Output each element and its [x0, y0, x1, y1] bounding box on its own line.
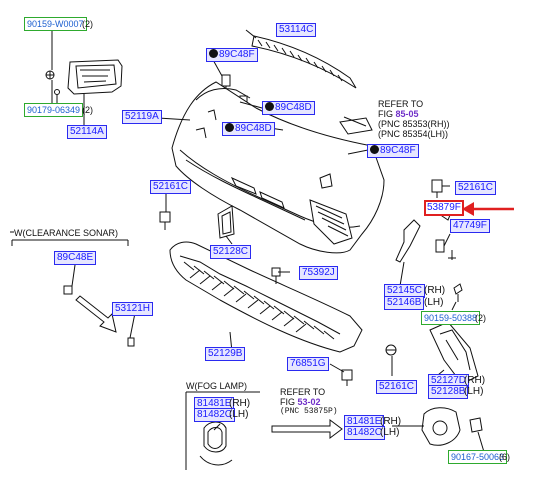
- part-label-52161c-left[interactable]: 52161C: [150, 180, 192, 194]
- fastener-dot-icon: [209, 49, 218, 58]
- part-label-89c48d-b[interactable]: 89C48D: [222, 122, 275, 136]
- part-label-52146b[interactable]: 52146B: [384, 296, 425, 310]
- side-52146b: (LH): [424, 297, 444, 308]
- arrow-sonar: [75, 295, 117, 333]
- part-label-52128c[interactable]: 52128C: [210, 245, 252, 259]
- side-81481e-a: (RH): [229, 398, 251, 409]
- part-label-90159-50388[interactable]: 90159-50388: [421, 311, 481, 325]
- refer-note-bottom-line2: FIG 53-02: [280, 397, 321, 407]
- part-label-81482c-b[interactable]: 81482C: [344, 426, 386, 440]
- part-label-52129b[interactable]: 52129B: [205, 347, 246, 361]
- part-label-89c48d-a[interactable]: 89C48D: [262, 101, 315, 115]
- fig-link-85-05[interactable]: 85-05: [395, 109, 419, 119]
- side-52145c: (RH): [424, 285, 446, 296]
- lower-grille-52129b-drawing: [169, 241, 363, 353]
- part-label-52161c-right[interactable]: 52161C: [455, 181, 497, 195]
- refer-note-bottom-line1: REFER TO: [280, 387, 326, 397]
- side-81482c-b: (LH): [380, 427, 400, 438]
- refer-note-top-line1: REFER TO: [378, 99, 424, 109]
- part-label-75392j[interactable]: 75392J: [299, 266, 338, 280]
- highlight-arrow-head: [462, 202, 474, 216]
- part-label-47749f[interactable]: 47749F: [450, 219, 490, 233]
- side-81481e-b: (RH): [380, 416, 402, 427]
- part-label-90167-50063[interactable]: 90167-50063: [448, 450, 508, 464]
- part-label-52119a[interactable]: 52119A: [122, 110, 162, 124]
- refer-note-bottom: REFER TO FIG 53-02 (PNC 53875P): [280, 387, 338, 417]
- qty-90159-w0007: (2): [82, 19, 93, 29]
- bracket-52114a-drawing: [45, 59, 123, 104]
- part-label-90179-06349[interactable]: 90179-06349: [24, 103, 84, 117]
- clearance-sonar-title: W(CLEARANCE SONAR): [14, 228, 119, 238]
- qty-90167-50063: (6): [499, 452, 510, 462]
- fastener-dot-icon: [370, 145, 379, 154]
- grille-strip-53114c-drawing: [251, 35, 357, 89]
- side-52127d: (RH): [464, 375, 486, 386]
- fog-lamp-title: W(FOG LAMP): [186, 381, 247, 391]
- fastener-dot-icon: [225, 123, 234, 132]
- part-label-81482c-a[interactable]: 81482C: [194, 408, 236, 422]
- part-label-52161c-low[interactable]: 52161C: [376, 380, 418, 394]
- fig-link-53-02[interactable]: 53-02: [297, 397, 321, 407]
- side-52128b: (LH): [464, 386, 484, 397]
- refer-note-top-line4: (PNC 85354(LH)): [378, 129, 449, 139]
- refer-note-top: REFER TO FIG 85-05 (PNC 85353(RH)) (PNC …: [378, 99, 450, 139]
- part-label-89c48f-right[interactable]: 89C48F: [367, 144, 419, 158]
- part-label-52114a[interactable]: 52114A: [67, 125, 107, 139]
- refer-note-top-line3: (PNC 85353(RH)): [378, 119, 450, 129]
- refer-note-top-line2: FIG 85-05: [378, 109, 419, 119]
- arrow-fog: [271, 419, 343, 439]
- refer-note-bottom-line3: (PNC 53875P): [280, 407, 338, 416]
- part-label-90159-w0007[interactable]: 90159-W0007: [24, 17, 87, 31]
- part-label-52128b[interactable]: 52128B: [428, 385, 469, 399]
- qty-90159-50388: (2): [475, 313, 486, 323]
- part-label-53879f-highlighted[interactable]: 53879F: [424, 200, 464, 216]
- part-label-89c48f-top[interactable]: 89C48F: [206, 48, 258, 62]
- part-label-53121h[interactable]: 53121H: [112, 302, 154, 316]
- fastener-dot-icon: [265, 102, 274, 111]
- side-81482c-a: (LH): [229, 409, 249, 420]
- part-label-76851g[interactable]: 76851G: [287, 357, 329, 371]
- part-label-89c48e[interactable]: 89C48E: [54, 251, 97, 265]
- qty-90179-06349: (2): [82, 105, 93, 115]
- part-label-53114c[interactable]: 53114C: [276, 23, 317, 37]
